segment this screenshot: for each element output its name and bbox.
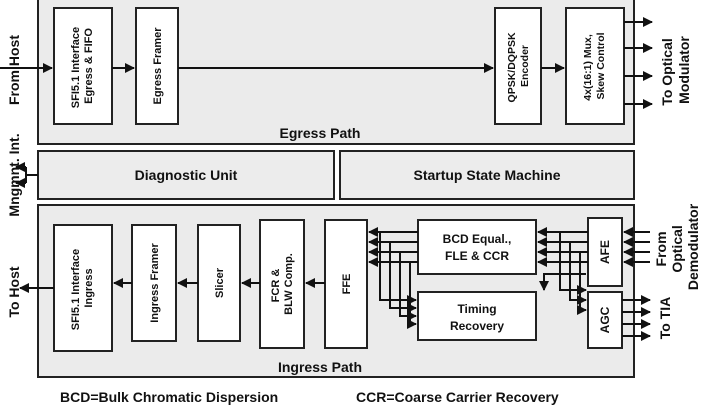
encoder-block [494,7,542,125]
mux-label-line2: Skew Control [595,32,607,99]
from-optical-label-line2: Optical [669,225,685,272]
timing-recovery-block [417,291,537,341]
svg-text:SFI5.1 Interface Ingress: SFI5.1 Interface Ingress [70,246,95,330]
timing-label-line2: Recovery [450,319,504,333]
encoder-label-line2: Encoder [519,45,531,87]
mngmnt-int-label: Mngmnt. Int. [6,133,22,216]
mux-label-line1: 4x(16:1) Mux, [582,34,594,101]
slicer-label: Slicer [214,267,226,298]
encoder-label-line1: QPSK/DQPSK [506,32,518,102]
mux-block [565,7,625,125]
control-bar: Diagnostic Unit Startup State Machine [15,150,635,200]
sfi-egress-label-line2: Egress & FIFO [83,28,95,104]
sfi-egress-label-line1: SFI5.1 Interface [70,27,82,108]
sfi-ingress-label-line1: SFI5.1 Interface [70,249,82,330]
slicer-block [197,224,241,342]
agc-label: AGC [598,306,612,333]
ingress-framer-label: Ingress Framer [149,243,161,323]
bcd-label-line2: FLE & CCR [445,249,509,263]
svg-text:QPSK/DQPSK Encoder: QPSK/DQPSK Encoder [506,30,531,103]
afe-block [587,217,623,287]
afe-label: AFE [598,240,612,264]
egress-framer-block [135,7,179,125]
diagnostic-unit-label: Diagnostic Unit [135,167,238,183]
egress-framer-label: Egress Framer [152,27,164,105]
svg-text:FCR & BLW Comp.: FCR & BLW Comp. [270,253,295,315]
from-optical-label-line1: From [653,231,669,266]
fcr-label-line2: BLW Comp. [283,253,295,315]
ffe-label: FFE [341,274,353,295]
from-optical-label-line3: Demodulator [685,203,701,290]
egress-panel: SFI5.1 Interface Egress & FIFO Egress Fr… [0,0,653,145]
startup-state-machine-label: Startup State Machine [413,167,560,183]
ingress-panel: SFI5.1 Interface Ingress Ingress Framer … [19,204,651,378]
to-optical-label-line1: To Optical [659,38,675,105]
to-optical-label-line2: Modulator [676,36,692,104]
svg-text:4x(16:1) Mux, Skew Contr: 4x(16:1) Mux, Skew Control [582,31,607,100]
svg-text:From Optical Demodulat: From Optical Demodulator [653,203,701,290]
footnote-bcd: BCD=Bulk Chromatic Dispersion [60,389,278,405]
agc-block [587,291,623,349]
svg-text:To Optical Modulator: To Optical Modulator [659,34,692,105]
svg-text:SFI5.1 Interface Egress: SFI5.1 Interface Egress & FIFO [70,24,95,108]
to-host-label: To Host [6,266,22,317]
sfi-ingress-label-line2: Ingress [83,268,95,307]
fcr-blw-block [259,219,305,349]
ingress-path-label: Ingress Path [278,359,362,375]
startup-state-machine-block [339,150,635,200]
egress-path-label: Egress Path [280,125,361,141]
footnote-ccr: CCR=Coarse Carrier Recovery [356,389,559,405]
fcr-label-line1: FCR & [270,269,282,303]
to-tia-label: To TIA [657,297,673,340]
bcd-label-line1: BCD Equal., [443,232,512,246]
timing-label-line1: Timing [457,302,496,316]
sfi-egress-block [53,7,113,125]
from-host-label: From Host [6,35,22,105]
diagnostic-unit-block [37,150,335,200]
bcd-equalizer-block [417,219,537,275]
